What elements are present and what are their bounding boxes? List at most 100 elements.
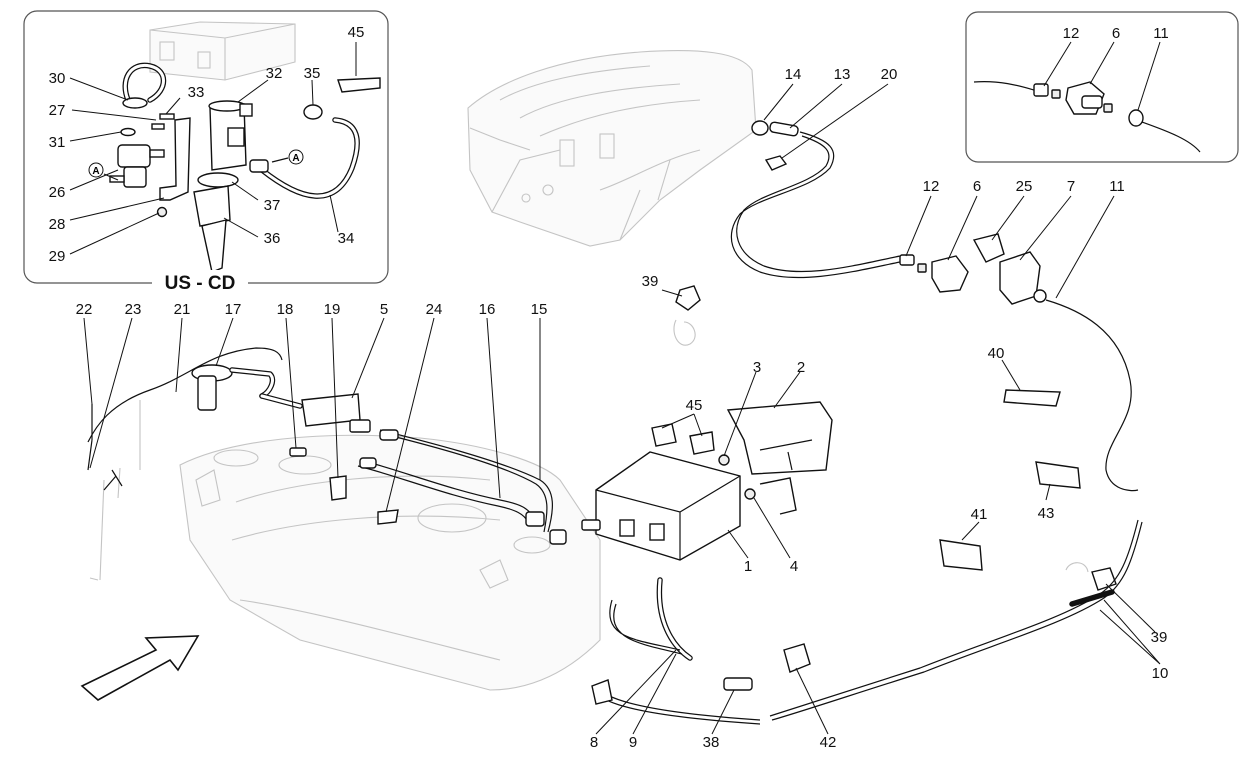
inset-marker-a-left: A: [88, 162, 119, 181]
callout-29: 29: [49, 248, 66, 265]
main-leaders: [83, 83, 1161, 735]
inset-title: US - CD: [165, 273, 236, 294]
inset-marker-a-right: A: [271, 149, 304, 165]
part-14-13-20: [730, 120, 901, 279]
hose-8: [609, 599, 683, 655]
callout-42: 42: [820, 734, 837, 751]
callout-28: 28: [49, 216, 66, 233]
callout-17: 17: [225, 301, 242, 318]
part-17-sender: [191, 364, 276, 411]
callout-21: 21: [174, 301, 191, 318]
callout-25: 25: [1016, 178, 1033, 195]
part-14: [751, 120, 769, 136]
inset-ring-37: [197, 172, 239, 188]
callout-36: 36: [264, 230, 281, 247]
callout-18: 18: [277, 301, 294, 318]
callout-7: 7: [1067, 178, 1075, 195]
line-21: [87, 347, 283, 443]
inset-filler-32: [208, 100, 253, 171]
callout-1: 1: [744, 558, 752, 575]
callout-14: 14: [785, 66, 802, 83]
hose-15: [379, 429, 553, 533]
callout-20: 20: [881, 66, 898, 83]
callout-30: 30: [49, 70, 66, 87]
part-24: [377, 509, 399, 525]
svg-text:A: A: [292, 153, 299, 164]
callout-23: 23: [125, 301, 142, 318]
inset-clamp-30: [122, 97, 148, 109]
inset-clip-45: [337, 77, 381, 93]
callout-33: 33: [188, 84, 205, 101]
part-38: [723, 677, 753, 691]
part-1-canister: [581, 451, 741, 561]
inset-title-backing: [152, 270, 248, 294]
part-11-end: [1033, 289, 1047, 303]
part-5: [301, 393, 371, 433]
inset-leaders: [69, 42, 357, 255]
part-45a: [651, 423, 677, 447]
part-39-lower: [1091, 567, 1117, 591]
callout-39-upper: 39: [642, 273, 659, 290]
part-25: [972, 233, 1005, 263]
part-12: [899, 254, 915, 266]
part-6: [931, 255, 969, 293]
callout-45: 45: [348, 24, 365, 41]
inset-bracket-28: [159, 117, 191, 201]
inset-nut-29: [156, 206, 168, 218]
part-41: [939, 539, 983, 571]
callout-39-lower: 39: [1151, 629, 1168, 646]
callout-4: 4: [790, 558, 798, 575]
callout-35: 35: [304, 65, 321, 82]
callout-24: 24: [426, 301, 443, 318]
callout-31: 31: [49, 134, 66, 151]
callout-5: 5: [380, 301, 388, 318]
hose-16: [359, 459, 535, 521]
callout-6-inset: 6: [1112, 25, 1120, 42]
callout-34: 34: [338, 230, 355, 247]
callout-2: 2: [797, 359, 805, 376]
part-19: [329, 475, 347, 501]
inset-us-cd: A A: [23, 10, 389, 294]
callout-9: 9: [629, 734, 637, 751]
callout-8: 8: [590, 734, 598, 751]
part-13: [769, 121, 799, 137]
part-2-bracket: [726, 401, 833, 475]
inset-neck-36: [193, 185, 231, 227]
callout-13: 13: [834, 66, 851, 83]
part-43: [1035, 461, 1081, 489]
callout-19: 19: [324, 301, 341, 318]
callout-12: 12: [923, 178, 940, 195]
callout-11-inset: 11: [1153, 25, 1169, 42]
part-39-upper: [673, 285, 701, 346]
direction-arrow: [80, 635, 200, 701]
callout-3: 3: [753, 359, 761, 376]
callout-41: 41: [971, 506, 988, 523]
part-4: [744, 488, 756, 500]
callout-11: 11: [1109, 178, 1125, 195]
callout-43: 43: [1038, 505, 1055, 522]
inset-connector-frame: [965, 11, 1239, 163]
line-10: [769, 519, 1139, 717]
main-callouts: 14 13 20 12 6 25 7 11 39 22 23 21 17 18 …: [76, 66, 1169, 751]
callout-12-inset: 12: [1063, 25, 1080, 42]
callout-38: 38: [703, 734, 720, 751]
part-3: [718, 454, 730, 466]
inset-connector: 12 6 11: [965, 11, 1239, 163]
callout-26: 26: [49, 184, 66, 201]
part-20: [764, 155, 788, 171]
callout-10: 10: [1152, 665, 1169, 682]
part-42: [783, 643, 811, 673]
part-10-sleeve: [1069, 589, 1115, 607]
part-45b: [689, 431, 715, 455]
callout-15: 15: [531, 301, 548, 318]
inset-ghost-canister: [149, 21, 296, 81]
svg-text:A: A: [92, 166, 99, 177]
inset-clamp-35: [303, 104, 323, 120]
part-cluster-6-7-25: [899, 233, 1139, 492]
callout-22: 22: [76, 301, 93, 318]
ghost-intake-manifold: [467, 50, 757, 247]
part-18: [289, 447, 307, 457]
callout-32: 32: [266, 65, 283, 82]
callout-40: 40: [988, 345, 1005, 362]
